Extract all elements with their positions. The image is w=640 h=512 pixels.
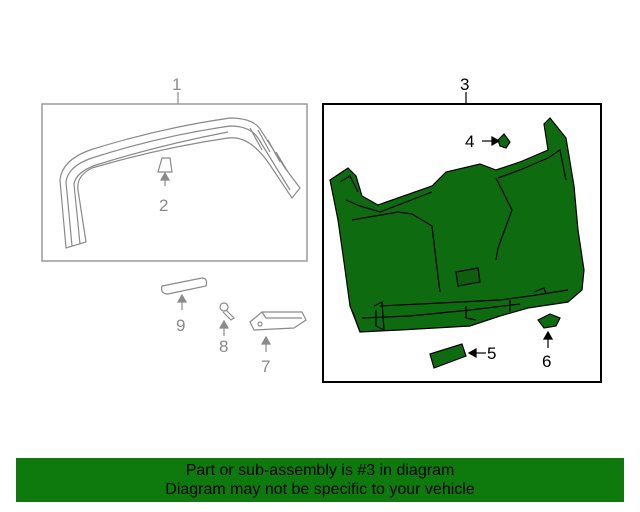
part-9-cover	[161, 277, 208, 310]
callout-7: 7	[261, 357, 270, 376]
callout-1: 1	[172, 75, 181, 94]
banner-line-1: Part or sub-assembly is #3 in diagram	[185, 462, 455, 479]
info-banner: Part or sub-assembly is #3 in diagram Di…	[16, 458, 624, 502]
callout-6: 6	[542, 352, 551, 371]
part-5-cover	[429, 343, 486, 369]
callout-5: 5	[487, 344, 496, 363]
part-6-lamp	[537, 313, 561, 348]
part-1-molding	[59, 117, 301, 249]
liftgate-trim-panel	[329, 117, 585, 333]
callout-8: 8	[219, 337, 228, 356]
banner-line-2: Diagram may not be specific to your vehi…	[165, 481, 475, 498]
part-2-clip	[157, 157, 173, 186]
part-7-bracket	[249, 311, 307, 352]
callout-4: 4	[465, 132, 474, 151]
part-3-box	[322, 103, 602, 383]
callout-3: 3	[460, 75, 469, 94]
part-group-1: 1 2	[41, 75, 308, 262]
part-group-3: 3 4 5	[322, 75, 602, 383]
part-1-box	[41, 103, 308, 262]
callout-2: 2	[159, 196, 168, 215]
part-4-screw	[482, 133, 511, 149]
part-8-fastener	[218, 302, 235, 336]
callout-9: 9	[176, 316, 185, 335]
